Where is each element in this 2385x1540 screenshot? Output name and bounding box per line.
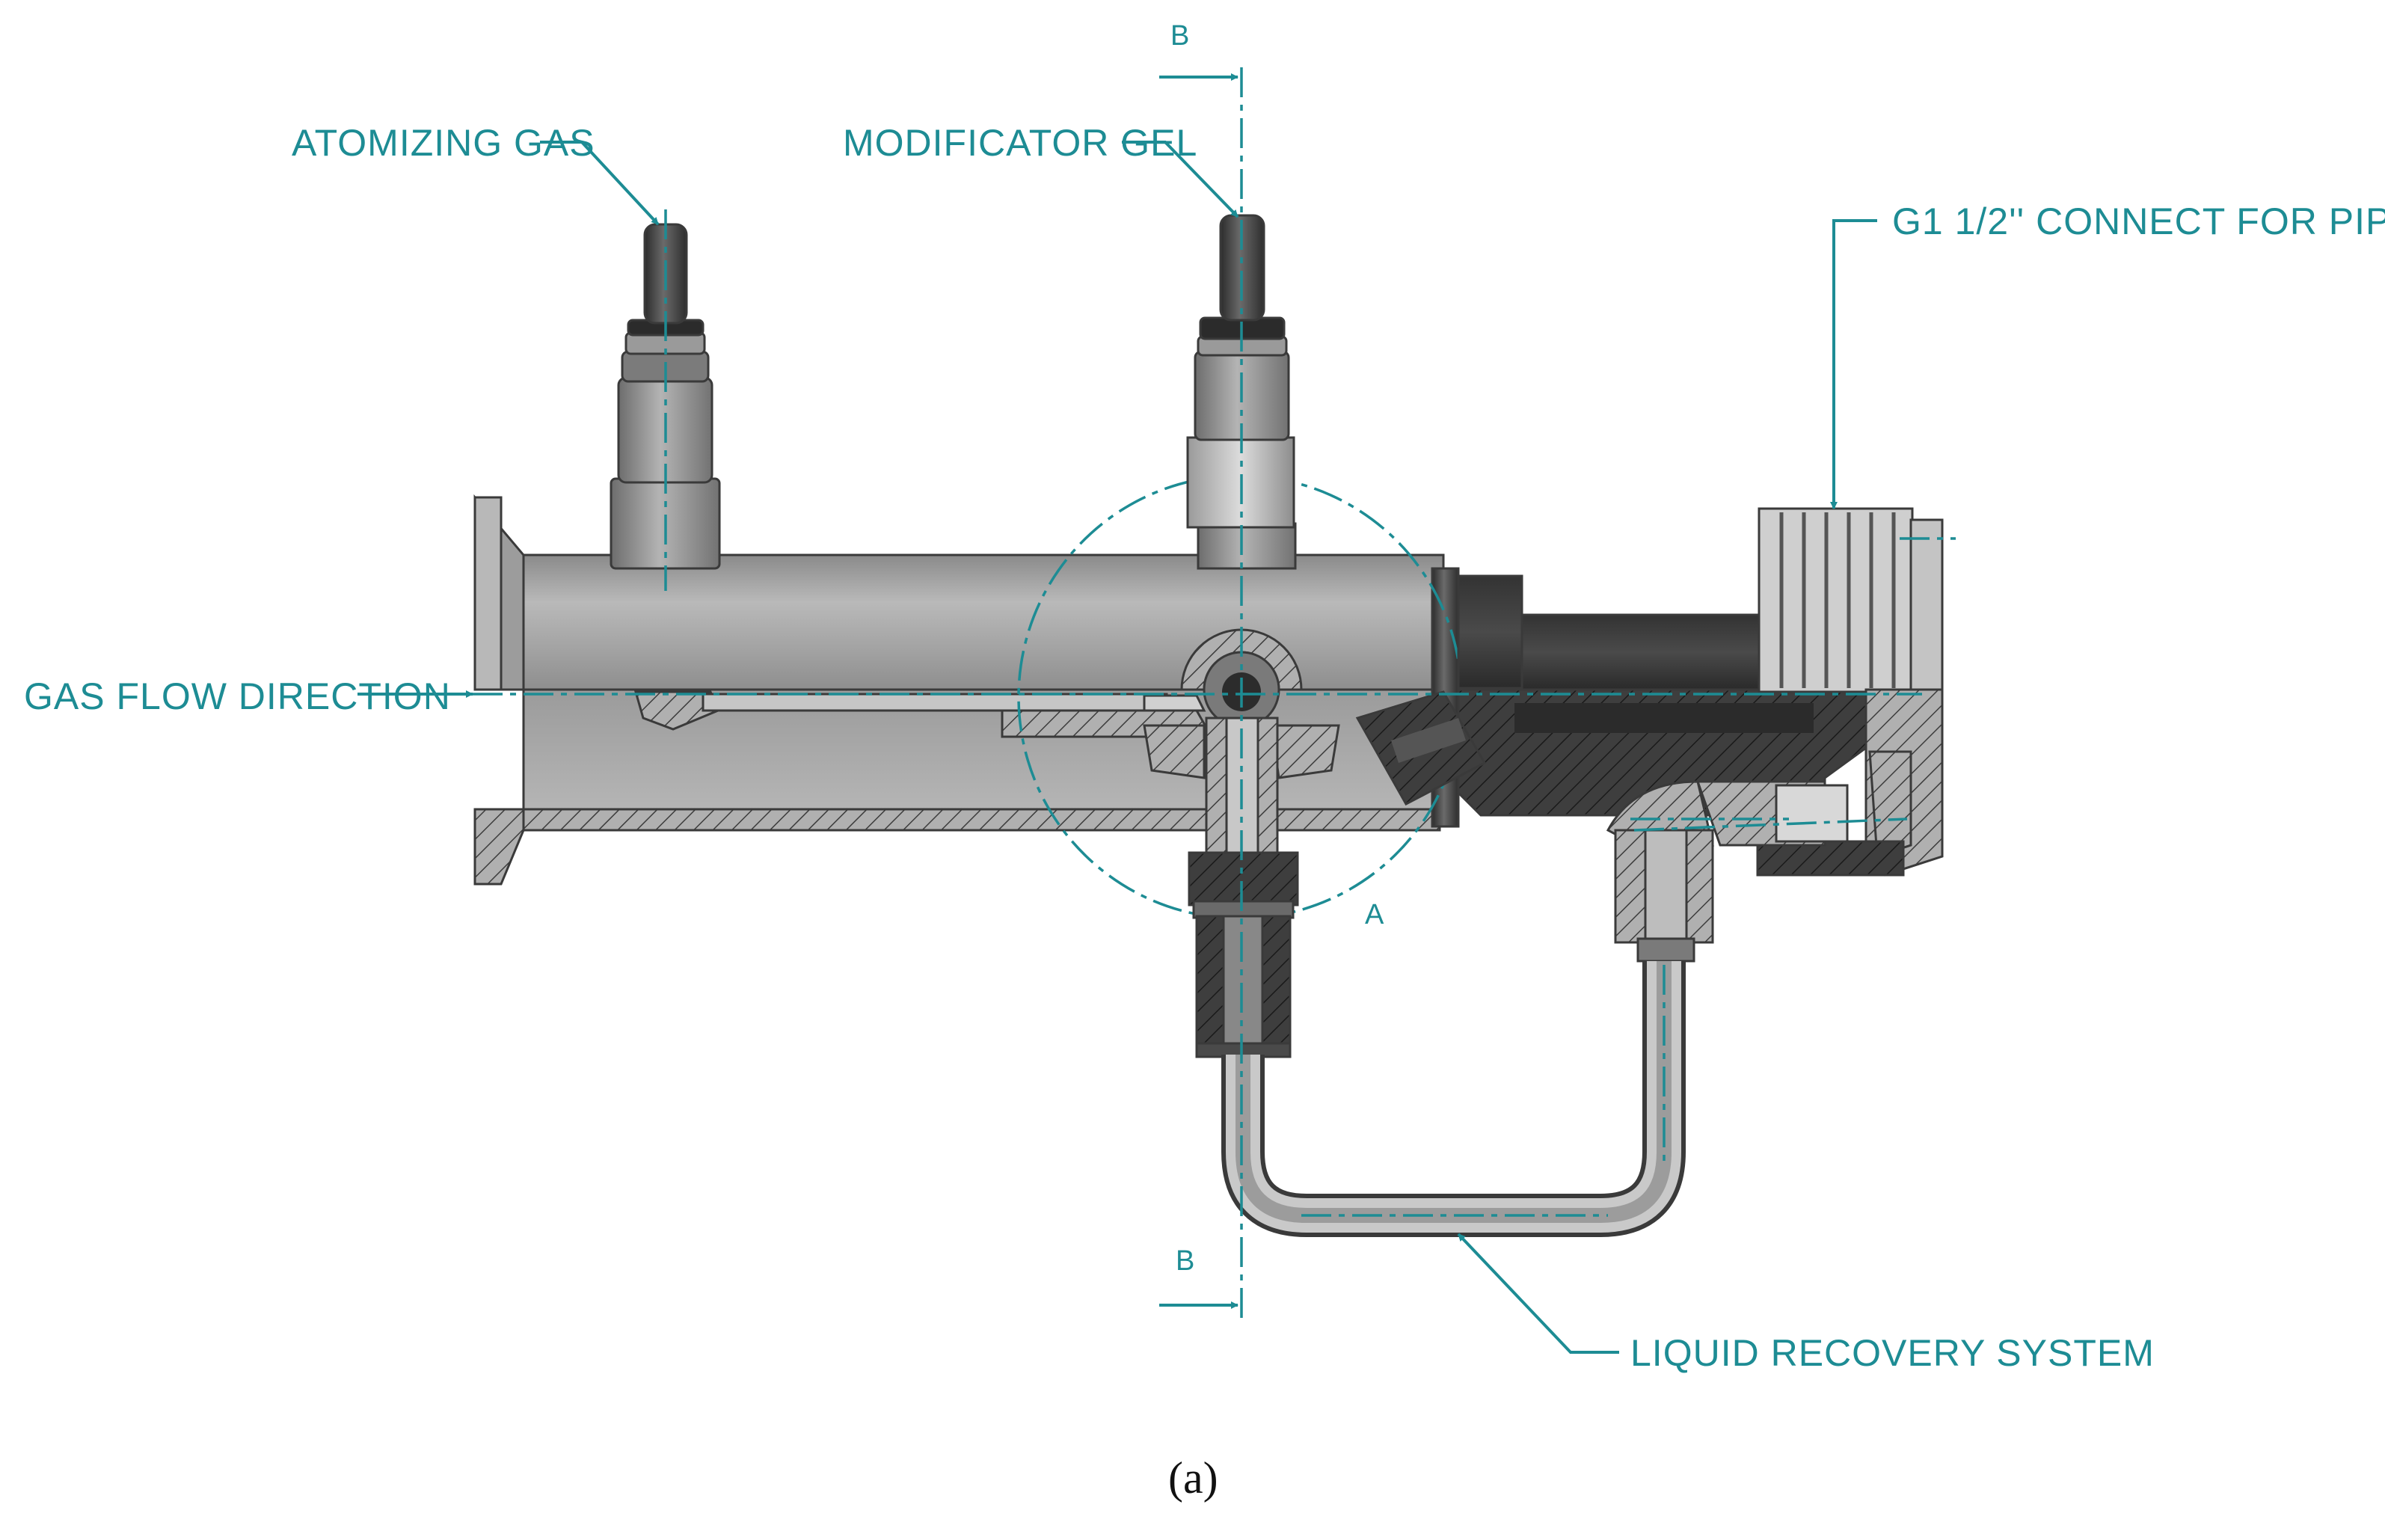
center-lines [664, 67, 1956, 1324]
figure-caption: (a) [1168, 1453, 1218, 1503]
annotations: ATOMIZING GAS MODIFICATOR GEL G1 1/2'' C… [24, 122, 2385, 1374]
label-liquid-recovery-system: LIQUID RECOVERY SYSTEM [1630, 1332, 2155, 1374]
liquid-recovery-assembly [1221, 780, 1849, 1237]
label-gas-flow-direction: GAS FLOW DIRECTION [24, 675, 451, 717]
section-marks: B B A [1159, 20, 1384, 1309]
detail-mark-a: A [1365, 899, 1384, 930]
section-mark-top: B [1170, 20, 1189, 52]
section-mark-bottom: B [1176, 1245, 1194, 1277]
main-body [473, 494, 1460, 886]
label-connect-pipeline: G1 1/2'' CONNECT FOR PIPELINE [1892, 200, 2385, 242]
